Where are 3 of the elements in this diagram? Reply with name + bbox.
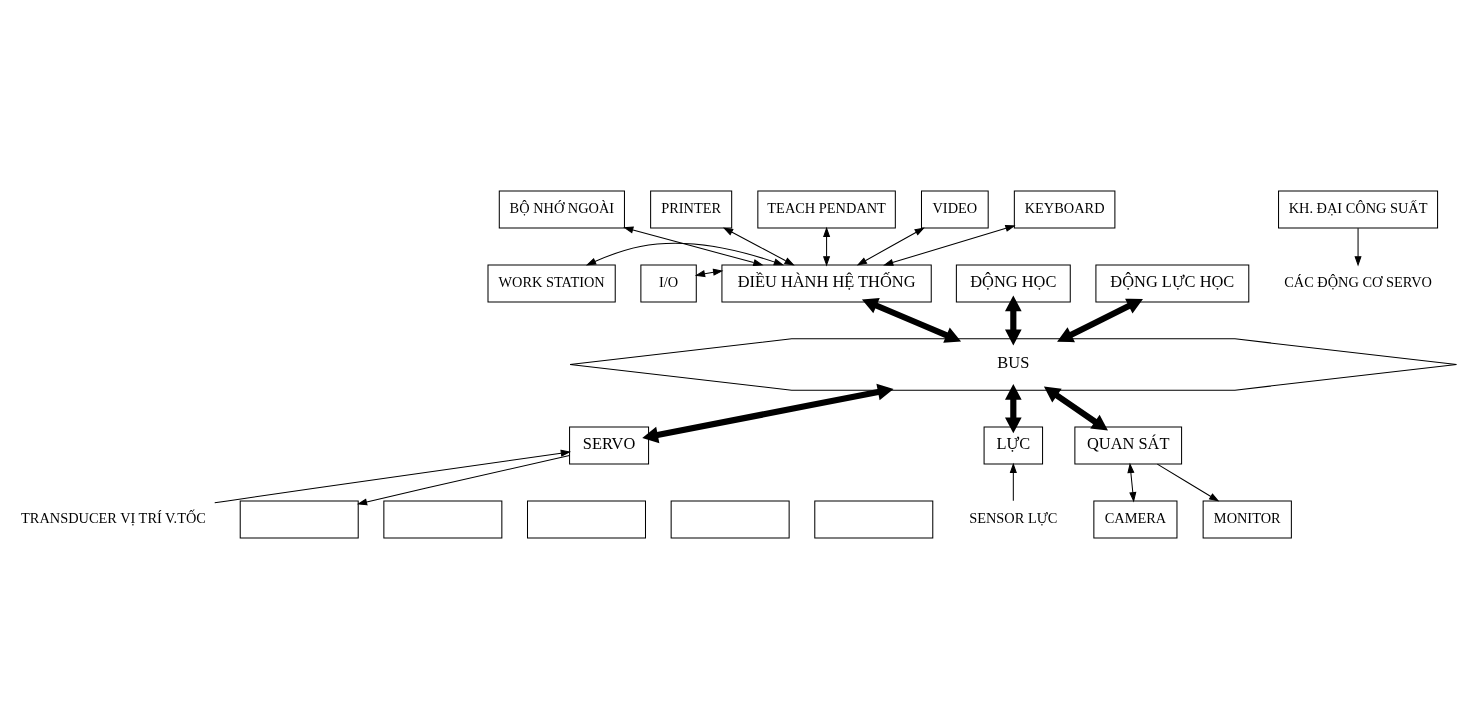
node-text: CÁC ĐỘNG CƠ SERVO: [1284, 273, 1432, 290]
node-text: SENSOR LỰC: [969, 509, 1058, 526]
node-text: TRANSDUCER VỊ TRÍ V.TỐC: [21, 509, 206, 526]
